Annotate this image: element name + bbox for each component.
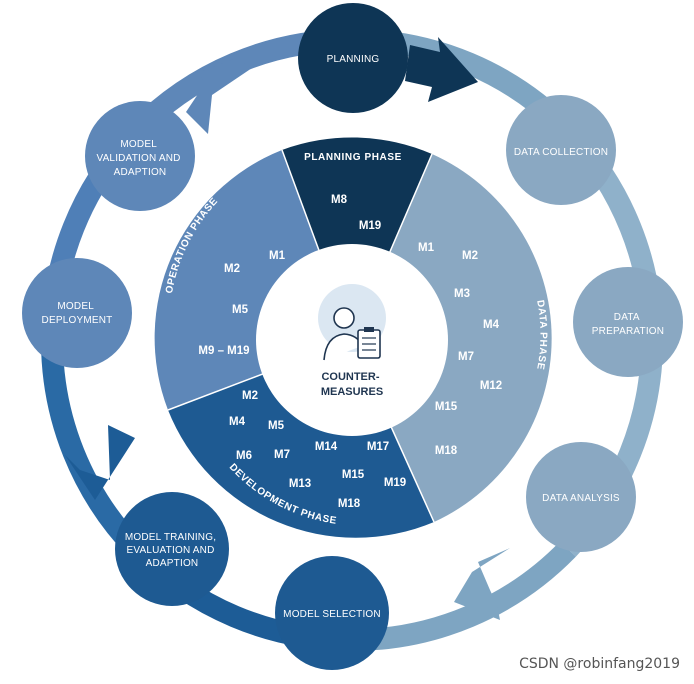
planning-item: M8 <box>331 194 348 206</box>
planning-phase-title: PLANNING PHASE <box>304 152 402 163</box>
data-item: M2 <box>462 250 478 262</box>
data-item: M7 <box>458 351 474 363</box>
data-phase-segment <box>352 154 552 522</box>
development-item: M5 <box>268 420 285 432</box>
svg-text:MODEL VALIDATION AND: MODEL VALIDATION AND ADAPTION <box>96 139 183 178</box>
development-item: M4 <box>229 416 246 428</box>
data-item: M3 <box>454 288 470 300</box>
stage-planning: PLANNING <box>298 3 408 113</box>
stage-data-analysis: DATA ANALYSIS <box>526 442 636 552</box>
development-item: M19 <box>384 477 406 489</box>
svg-text:PLANNING: PLANNING <box>327 54 380 65</box>
development-item: M17 <box>367 441 389 453</box>
arrow-validation-to-planning <box>186 58 252 134</box>
watermark: CSDN @robinfang2019 <box>519 656 680 672</box>
svg-text:DATA COLLECTION: DATA COLLECTION <box>514 147 608 158</box>
svg-text:DATA PREPARATION: DATA PREPARATION <box>592 312 664 337</box>
data-item: M12 <box>480 380 502 392</box>
planning-phase-segment <box>282 137 432 340</box>
stage-data-collection: DATA COLLECTION <box>506 95 616 205</box>
svg-text:DATA ANALYSIS: DATA ANALYSIS <box>542 493 620 504</box>
stage-data-preparation: DATA PREPARATION <box>573 267 683 377</box>
development-item: M15 <box>342 469 365 481</box>
data-phase-title: DATA PHASE <box>534 299 548 371</box>
person-clipboard-icon <box>318 284 386 361</box>
operation-item: M1 <box>269 250 286 262</box>
arrow-training-to-deployment <box>65 425 135 500</box>
development-item: M13 <box>289 478 311 490</box>
svg-text:MODEL TRAINING, EVALUATI: MODEL TRAINING, EVALUATION AND ADAPTION <box>125 532 219 569</box>
development-item: M18 <box>338 498 361 510</box>
svg-text:MODEL SELECTION: MODEL SELECTION <box>283 609 381 620</box>
data-item: M15 <box>435 401 458 413</box>
svg-text:MODEL DEPLOYMENT: MODEL DEPLOYMENT <box>42 301 113 326</box>
operation-item: M2 <box>224 263 240 275</box>
development-item: M14 <box>315 441 338 453</box>
stage-model-deployment: MODEL DEPLOYMENT <box>22 258 132 368</box>
arrow-planning-to-data <box>405 37 478 102</box>
stage-model-training: MODEL TRAINING, EVALUATION AND ADAPTION <box>115 492 229 606</box>
arrow-analysis-to-selection <box>454 548 510 620</box>
development-item: M6 <box>236 450 252 462</box>
stage-model-selection: MODEL SELECTION <box>275 556 389 670</box>
development-item: M2 <box>242 390 258 402</box>
data-item: M1 <box>418 242 435 254</box>
operation-item: M5 <box>232 304 249 316</box>
operation-item: M9 – M19 <box>198 345 249 357</box>
data-item: M4 <box>483 319 500 331</box>
center-label: COUNTER- MEASURES <box>321 371 383 398</box>
data-item: M18 <box>435 445 458 457</box>
development-item: M7 <box>274 449 290 461</box>
planning-item: M19 <box>359 220 381 232</box>
stage-model-validation: MODEL VALIDATION AND ADAPTION <box>85 101 195 211</box>
